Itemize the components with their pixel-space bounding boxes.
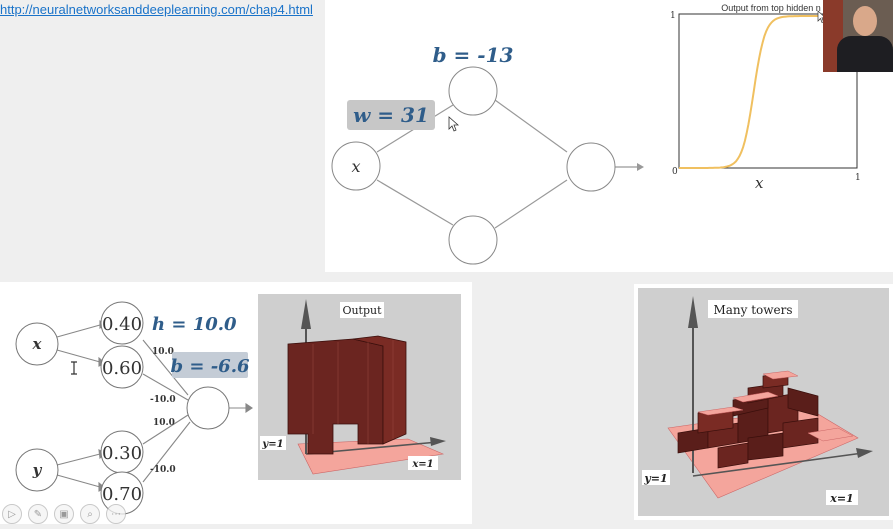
edge-weight-3: 10.0 xyxy=(153,418,175,428)
towers-y-label: y=1 xyxy=(643,472,667,485)
output-3d-plot: Output y=1 x=1 xyxy=(258,294,461,480)
weight-label: w = 31 xyxy=(353,103,429,127)
presenter-webcam xyxy=(823,0,893,72)
output-x-arrowhead xyxy=(430,437,446,446)
towers-title: Many towers xyxy=(713,303,792,317)
towers-3d-svg: Many towers y=1 x=1 xyxy=(642,296,873,505)
output-title-box xyxy=(340,302,384,318)
output-node xyxy=(566,142,616,192)
edge-weight-2: -10.0 xyxy=(150,395,176,405)
input-node-y-bottom xyxy=(15,448,59,492)
presenter-head xyxy=(853,6,877,36)
output-y-label: y=1 xyxy=(261,439,283,450)
sigmoid-plot-panel: Output from top hidden n 1 0 1 x xyxy=(665,0,893,272)
edge-x-bottom xyxy=(376,179,454,226)
input-node-x-bottom xyxy=(15,322,59,366)
output-tower-texture xyxy=(312,340,394,444)
edge-x-h2 xyxy=(56,349,101,363)
towers-title-box xyxy=(708,300,798,318)
output-x-label-box xyxy=(408,456,438,470)
top-network-svg: x w = 31 b = -13 xyxy=(331,43,644,265)
input-x-label: x xyxy=(351,157,360,176)
zoom-icon[interactable]: ⌕ xyxy=(80,504,100,524)
weight-label-box xyxy=(347,100,435,130)
edge-weight-4: -10.0 xyxy=(150,465,176,475)
output-x-label: x=1 xyxy=(411,459,433,470)
output-title: Output xyxy=(342,304,382,317)
hidden-node-bottom xyxy=(448,215,498,265)
bottom-network-svg: x y 0.40 0.60 0.30 0.70 10.0 -10.0 10.0 … xyxy=(15,301,253,515)
bias-label-bottom: b = -6.6 xyxy=(171,356,250,377)
text-cursor-icon xyxy=(71,361,77,375)
hidden-value-2: 0.60 xyxy=(102,358,142,379)
play-icon[interactable]: ▷ xyxy=(2,504,22,524)
edge-h4-out xyxy=(142,421,191,483)
input-x-label-bottom: x xyxy=(32,335,43,353)
slide-toolbar: ▷ ✎ ▣ ⌕ ⋯ xyxy=(2,504,126,524)
edge-top-out xyxy=(494,99,568,153)
output-y-label-box xyxy=(260,436,286,450)
plot-title: Output from top hidden n xyxy=(721,3,821,13)
edge-weight-1: 10.0 xyxy=(152,347,174,357)
output-arrowhead-bottom xyxy=(245,402,253,414)
input-node-x xyxy=(331,141,381,191)
hidden-node-2 xyxy=(100,345,144,389)
bottom-network-diagram: x y 0.40 0.60 0.30 0.70 10.0 -10.0 10.0 … xyxy=(0,282,472,524)
bias-label-box-bottom xyxy=(172,352,248,378)
hidden-value-4: 0.70 xyxy=(102,484,142,505)
more-icon[interactable]: ⋯ xyxy=(106,504,126,524)
chapter-url-link[interactable]: http://neuralnetworksanddeeplearning.com… xyxy=(0,2,313,17)
x-axis-label: x xyxy=(755,174,764,192)
mouse-cursor-icon xyxy=(448,116,460,132)
output-z-arrowhead xyxy=(301,299,311,329)
towers-z-arrowhead xyxy=(688,296,698,328)
slides-icon[interactable]: ▣ xyxy=(54,504,74,524)
hidden-value-3: 0.30 xyxy=(102,443,142,464)
output-node-bottom xyxy=(186,386,230,430)
edge-y-h3 xyxy=(56,453,101,466)
edge-h1-out xyxy=(142,339,189,396)
output-3d-svg: Output y=1 x=1 xyxy=(260,299,446,475)
towers-3d-plot: Many towers y=1 x=1 xyxy=(638,288,889,516)
pen-icon[interactable]: ✎ xyxy=(28,504,48,524)
input-y-label-bottom: y xyxy=(32,461,43,479)
towers-tops xyxy=(697,370,854,442)
y-tick-top: 1 xyxy=(670,11,676,21)
top-network-diagram: x w = 31 b = -13 xyxy=(325,0,665,272)
towers-panel: Many towers y=1 x=1 xyxy=(634,284,893,520)
edge-h2-out xyxy=(142,373,189,401)
towers-x-label: x=1 xyxy=(829,492,853,505)
towers-x-label-box xyxy=(826,490,858,505)
output-arrowhead xyxy=(637,163,644,171)
towers-x-arrowhead xyxy=(856,448,873,458)
edge-x-h1 xyxy=(56,324,101,338)
edge-y-h4 xyxy=(56,474,101,488)
x-tick-start: 0 xyxy=(672,167,678,177)
output-tower-front xyxy=(287,338,384,455)
h-label: h = 10.0 xyxy=(152,314,237,335)
x-tick-end: 1 xyxy=(855,173,861,183)
bias-label: b = -13 xyxy=(433,43,514,67)
edge-h3-out xyxy=(142,414,189,445)
edge-bottom-out xyxy=(494,179,568,229)
presenter-body xyxy=(837,36,893,72)
towers-y-label-box xyxy=(642,470,670,485)
hidden-node-top xyxy=(448,66,498,116)
hidden-value-1: 0.40 xyxy=(102,314,142,335)
hidden-node-1 xyxy=(100,301,144,345)
towers-x-axis xyxy=(692,452,864,477)
